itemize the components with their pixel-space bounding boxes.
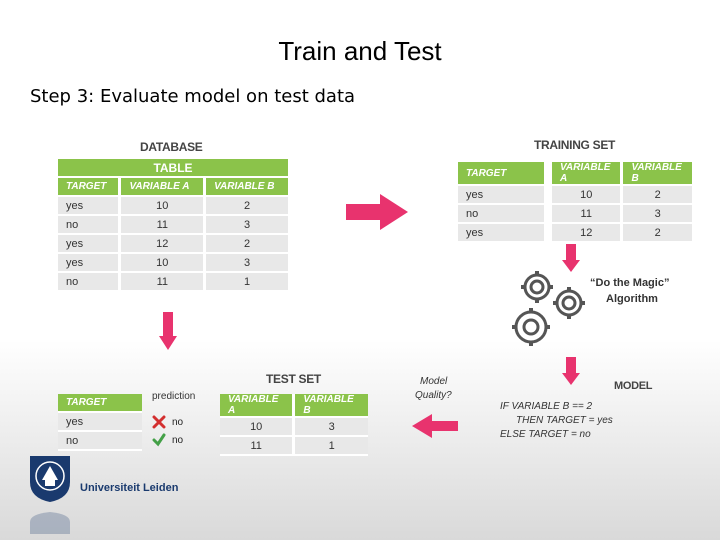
database-table: TABLE TARGET VARIABLE A VARIABLE B yes 1… (58, 159, 288, 292)
gears-icon (512, 271, 585, 346)
table-row: no (58, 431, 142, 451)
quality-line1: Model (420, 376, 448, 387)
arrow-down-icon (562, 244, 580, 272)
test-variables-table: VARIABLE A VARIABLE B 10 3 11 1 (220, 394, 368, 456)
table-cell: 2 (620, 185, 692, 205)
table-row: no 11 1 (58, 272, 288, 292)
test-set-label: TEST SET (266, 372, 321, 386)
training-set-table: TARGET VARIABLE A VARIABLE B yes 10 2 no… (458, 162, 692, 243)
slide-subtitle: Step 3: Evaluate model on test data (30, 86, 356, 107)
table-cell: 11 (118, 272, 205, 292)
table-row: yes (58, 412, 142, 432)
training-header-target: TARGET (458, 162, 548, 186)
table-cell: yes (58, 412, 142, 432)
arrow-down-icon (562, 357, 580, 385)
prediction-header: prediction (152, 391, 196, 402)
quality-line2: Quality? (415, 390, 452, 401)
table-cell: yes (58, 234, 120, 254)
table-row: yes 10 2 (58, 196, 288, 216)
prediction-row: no (152, 431, 183, 449)
prediction-value: no (172, 434, 184, 446)
arrow-left-icon (412, 414, 458, 438)
university-seal-reflection-icon (30, 512, 70, 534)
algorithm-line1: “Do the Magic” (590, 277, 670, 289)
university-seal-icon (30, 456, 70, 502)
table-cell: no (458, 204, 548, 224)
table-cell: no (58, 272, 120, 292)
test-header-var-a: VARIABLE A (220, 394, 294, 418)
training-set-label: TRAINING SET (534, 138, 616, 152)
check-icon (152, 433, 166, 447)
table-row: yes 10 3 (58, 253, 288, 273)
table-cell: yes (58, 196, 120, 216)
table-cell: yes (458, 185, 548, 205)
test-target-table: TARGET yes no (58, 394, 142, 451)
cross-icon (152, 415, 166, 429)
table-cell: yes (58, 253, 120, 273)
model-rule-then: THEN TARGET = yes (516, 415, 613, 426)
slide-title: Train and Test (278, 36, 442, 66)
table-cell: 3 (203, 253, 288, 273)
table-row: yes 12 2 (458, 223, 692, 243)
test-header-var-b: VARIABLE B (292, 394, 368, 418)
database-header-var-b: VARIABLE B (203, 177, 288, 197)
table-row: yes 10 2 (458, 185, 692, 205)
table-row: no 11 3 (458, 204, 692, 224)
table-cell: 11 (544, 204, 622, 224)
table-row: 11 1 (220, 436, 368, 456)
table-cell: 11 (118, 215, 205, 235)
university-name: Universiteit Leiden (80, 482, 179, 494)
table-cell: 10 (118, 253, 205, 273)
test-header-target: TARGET (58, 394, 142, 413)
table-cell: 10 (220, 417, 294, 437)
training-header-var-a: VARIABLE A (544, 162, 622, 186)
database-header-var-a: VARIABLE A (118, 177, 205, 197)
table-cell: 3 (620, 204, 692, 224)
table-cell: 1 (292, 436, 368, 456)
table-cell: 12 (544, 223, 622, 243)
table-cell: 3 (292, 417, 368, 437)
database-table-title: TABLE (58, 159, 288, 178)
algorithm-line2: Algorithm (606, 293, 658, 305)
table-row: no 11 3 (58, 215, 288, 235)
table-row: 10 3 (220, 417, 368, 437)
model-label: MODEL (614, 380, 653, 392)
table-row: yes 12 2 (58, 234, 288, 254)
table-cell: yes (458, 223, 548, 243)
table-cell: 2 (203, 196, 288, 216)
table-cell: 10 (544, 185, 622, 205)
table-cell: no (58, 431, 142, 451)
arrow-right-icon (346, 194, 408, 230)
table-cell: 2 (620, 223, 692, 243)
table-cell: 12 (118, 234, 205, 254)
prediction-value: no (172, 416, 184, 428)
model-rule-else: ELSE TARGET = no (500, 429, 591, 440)
table-cell: 2 (203, 234, 288, 254)
table-cell: 3 (203, 215, 288, 235)
database-label: DATABASE (140, 140, 203, 154)
prediction-row: no (152, 413, 183, 431)
model-rule-if: IF VARIABLE B == 2 (500, 401, 593, 412)
training-header-var-b: VARIABLE B (620, 162, 692, 186)
table-cell: no (58, 215, 120, 235)
table-cell: 1 (203, 272, 288, 292)
arrow-down-icon (159, 312, 177, 350)
database-header-target: TARGET (58, 177, 120, 197)
table-cell: 10 (118, 196, 205, 216)
table-cell: 11 (220, 436, 294, 456)
